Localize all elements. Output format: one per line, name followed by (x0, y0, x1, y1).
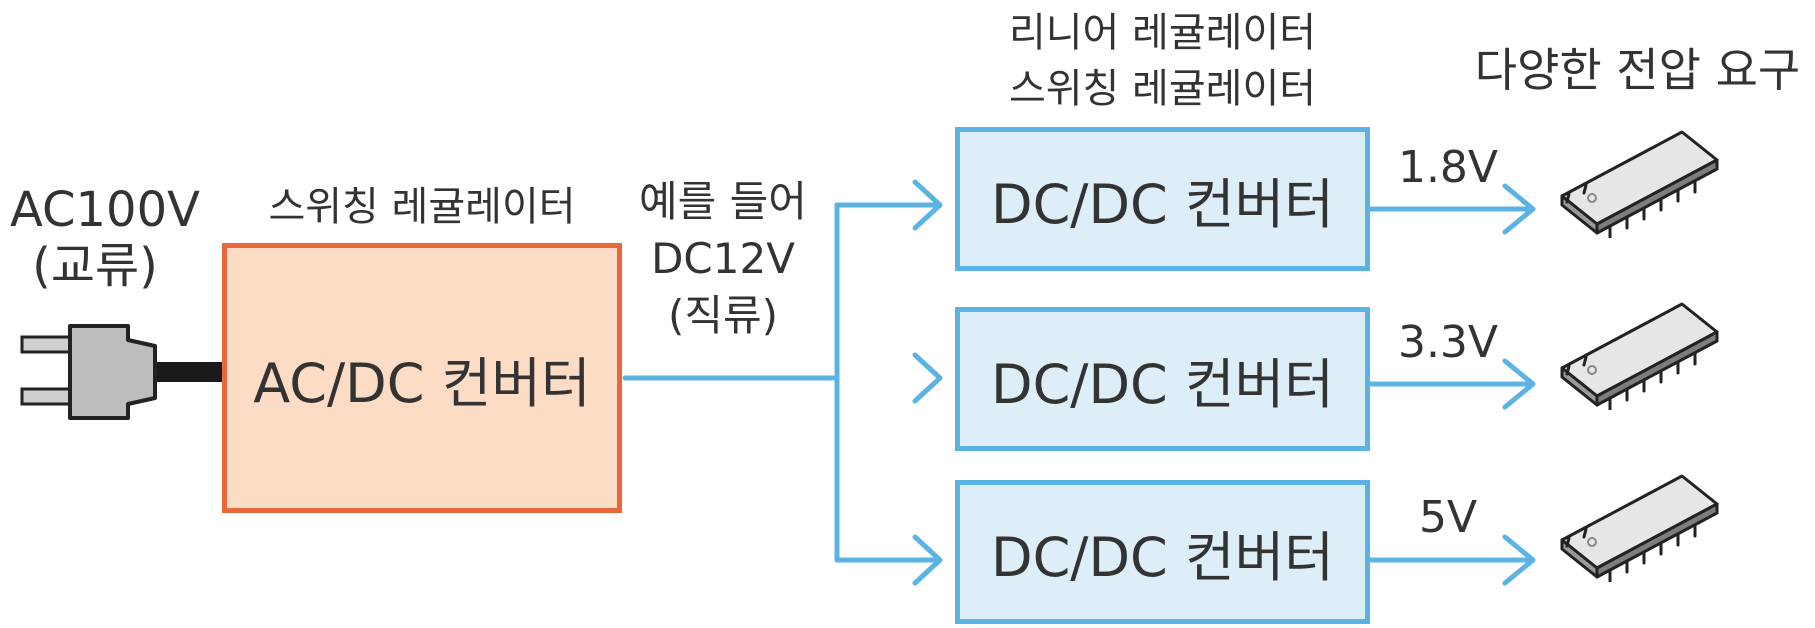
dcdc-converter-box: DC/DC 컨버터 (955, 127, 1370, 271)
arrowhead-output-1 (1502, 183, 1536, 235)
bus-voltage-label: DC12V (651, 234, 795, 283)
dcdc-converter-label: DC/DC 컨버터 (991, 525, 1334, 589)
input-voltage-label: AC100V (10, 182, 200, 238)
arrowhead-output-2 (1502, 358, 1536, 410)
arrowhead-output-3 (1502, 534, 1536, 586)
dcdc-converter-box: DC/DC 컨버터 (955, 480, 1370, 624)
acdc-converter-label: AC/DC 컨버터 (253, 351, 591, 415)
output-voltage-label: 3.3V (1397, 317, 1499, 368)
acdc-caption: 스위칭 레귤레이터 (268, 184, 576, 230)
bus-example-label: 예를 들어 (639, 177, 807, 226)
dcdc-caption-switching: 스위칭 레귤레이터 (1008, 66, 1317, 112)
output-voltage-label: 5V (1418, 492, 1478, 543)
input-type-label: (교류) (32, 238, 158, 294)
arrowhead-to-dcdc-3 (912, 534, 943, 586)
dcdc-converter-label: DC/DC 컨버터 (991, 172, 1334, 236)
ic-chip-icon (1560, 130, 1719, 238)
dcdc-converter-label: DC/DC 컨버터 (991, 352, 1334, 416)
bus-type-label: (직류) (667, 291, 779, 340)
ic-chip-icon (1560, 474, 1719, 582)
arrowhead-to-dcdc-1 (912, 179, 943, 231)
arrowhead-to-dcdc-2 (912, 352, 943, 404)
acdc-converter-box: AC/DC 컨버터 (222, 243, 622, 513)
dcdc-caption-linear: 리니어 레귤레이터 (1008, 10, 1317, 56)
ic-chip-icon (1560, 302, 1719, 410)
output-voltage-label: 1.8V (1397, 142, 1499, 193)
power-plug-icon (20, 324, 225, 420)
loads-caption: 다양한 전압 요구 (1474, 43, 1801, 97)
dcdc-converter-box: DC/DC 컨버터 (955, 307, 1370, 451)
